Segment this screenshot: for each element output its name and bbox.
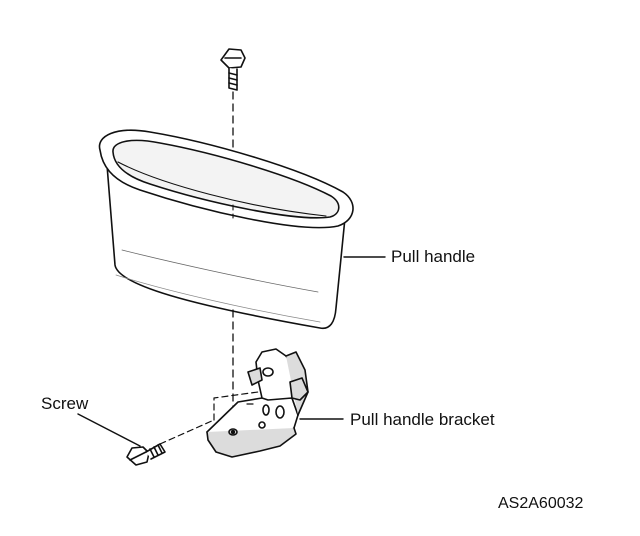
pull-handle-bracket [206, 348, 309, 458]
side-screw [126, 443, 166, 466]
screw-label: Screw [41, 394, 89, 413]
screw-alignment-guide [159, 391, 259, 445]
pull-handle [98, 129, 354, 330]
screw-leader [77, 413, 141, 447]
figure-code: AS2A60032 [498, 495, 584, 512]
pull-handle-bracket-label: Pull handle bracket [350, 410, 495, 429]
pull-handle-label: Pull handle [391, 247, 476, 266]
top-screw [220, 48, 246, 91]
